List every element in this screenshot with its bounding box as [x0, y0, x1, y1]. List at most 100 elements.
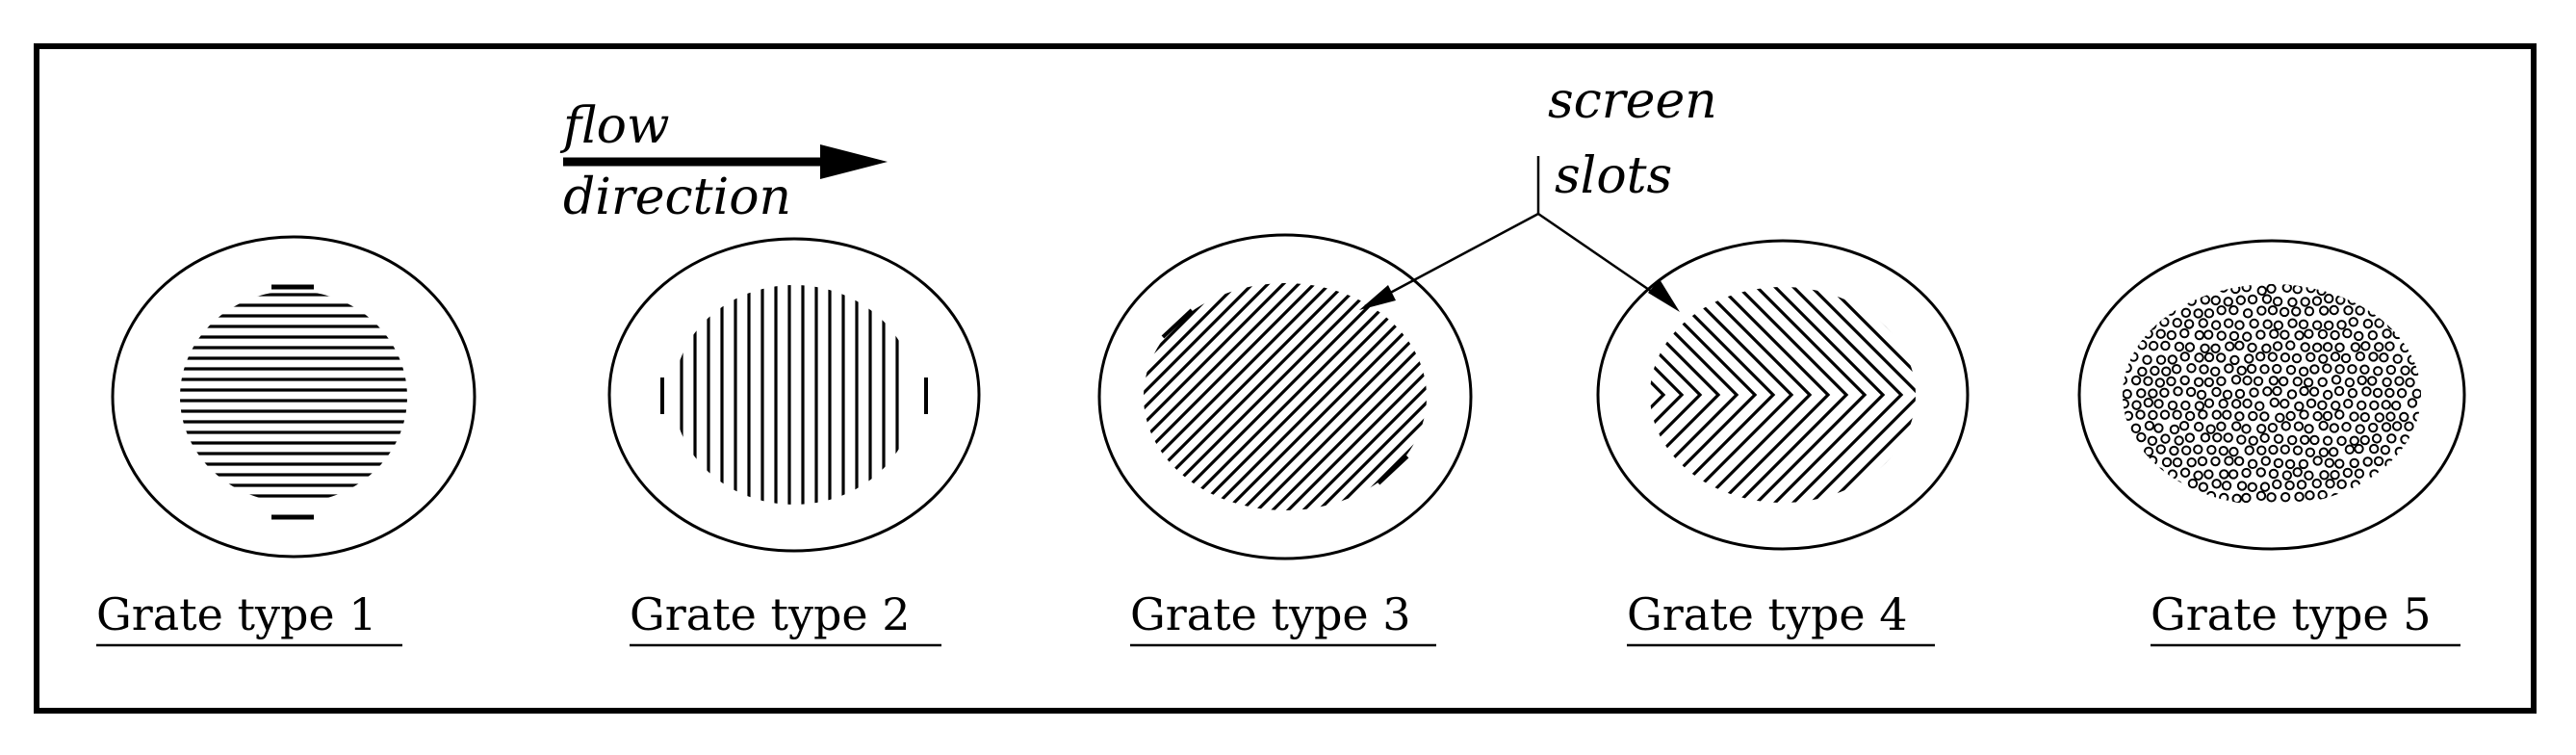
circular-hole — [2223, 318, 2234, 328]
circular-hole — [2333, 385, 2345, 397]
circular-hole — [2371, 433, 2383, 444]
circular-hole — [2241, 467, 2252, 479]
circular-hole — [2249, 387, 2259, 398]
circular-hole — [2285, 340, 2296, 351]
circular-hole — [2193, 308, 2203, 319]
circular-hole — [2331, 401, 2341, 411]
chevron-slot — [1650, 287, 1831, 503]
circular-hole — [2203, 351, 2215, 363]
circular-hole — [2184, 342, 2196, 352]
circular-hole — [2247, 458, 2258, 470]
circular-hole — [2412, 481, 2421, 491]
circular-hole — [2384, 481, 2396, 491]
circular-hole — [2123, 444, 2126, 456]
circular-hole — [2259, 411, 2270, 422]
circular-hole — [2331, 493, 2341, 504]
circular-hole — [2296, 480, 2307, 490]
circular-hole — [2391, 285, 2403, 296]
circular-hole — [2178, 421, 2190, 431]
grate-2-vertical-slots — [680, 285, 899, 505]
circular-hole — [2135, 456, 2147, 468]
circular-hole — [2336, 479, 2347, 490]
grate-3-outer-slot-left — [1161, 308, 1194, 339]
circular-hole — [2334, 342, 2345, 353]
circular-hole — [2312, 456, 2323, 466]
circular-hole — [2259, 364, 2270, 375]
diagonal-slot — [1144, 283, 1392, 510]
circular-hole — [2235, 295, 2247, 305]
circular-hole — [2367, 330, 2379, 341]
grate-4-caption: Grate type 4 — [1627, 588, 1908, 640]
circular-hole — [2291, 352, 2303, 364]
circular-hole — [2384, 387, 2395, 399]
circular-hole — [2357, 375, 2367, 386]
circular-hole — [2247, 482, 2257, 493]
circular-hole — [2148, 409, 2158, 421]
circular-hole — [2256, 445, 2267, 456]
diagonal-slot — [1144, 283, 1427, 510]
chevron-slot — [1650, 287, 1794, 503]
circular-hole — [2272, 363, 2282, 375]
diagonal-slot — [1713, 193, 2099, 578]
diagonal-slot — [1144, 283, 1346, 510]
circular-hole — [2404, 445, 2414, 456]
diagonal-slot — [1265, 283, 1427, 510]
circular-hole — [2306, 351, 2316, 363]
circular-hole — [2304, 470, 2314, 481]
circular-hole — [2123, 432, 2133, 444]
circular-hole — [2228, 304, 2239, 316]
circular-hole — [2304, 424, 2314, 434]
circular-hole — [2384, 341, 2395, 351]
diagonal-slot — [1144, 283, 1427, 510]
circular-hole — [2400, 480, 2411, 490]
circular-hole — [2141, 492, 2152, 504]
circular-hole — [2256, 285, 2267, 297]
circular-hole — [2372, 297, 2383, 308]
circular-hole — [2123, 424, 2127, 434]
circular-hole — [2236, 434, 2247, 445]
circular-hole — [2185, 386, 2197, 398]
leader-arrow-right — [1648, 279, 1680, 312]
circular-hole — [2241, 424, 2252, 434]
circular-hole — [2147, 455, 2158, 466]
circular-hole — [2342, 327, 2353, 339]
circular-hole — [2262, 386, 2273, 397]
circular-hole — [2203, 398, 2215, 408]
circular-hole — [2242, 398, 2253, 409]
circular-hole — [2180, 492, 2192, 503]
circular-hole — [2292, 467, 2303, 478]
circular-hole — [2186, 363, 2197, 374]
circular-hole — [2382, 377, 2392, 387]
chevron-slot — [1650, 287, 1721, 503]
grate-4-rim — [1596, 239, 1970, 551]
circular-hole — [2173, 386, 2183, 397]
circular-hole — [2404, 421, 2414, 431]
circular-hole — [2180, 445, 2192, 456]
circular-hole — [2211, 386, 2222, 398]
circular-hole — [2400, 365, 2410, 376]
diagonal-slot — [1144, 283, 1427, 510]
diagonal-slot — [1234, 283, 1427, 510]
circular-hole — [2284, 480, 2295, 491]
circular-hole — [2130, 375, 2142, 386]
circular-hole — [2355, 351, 2366, 362]
diagonal-slot — [1188, 283, 1427, 510]
circular-hole — [2317, 400, 2328, 411]
chevron-slot — [1462, 212, 1645, 578]
circular-hole — [2203, 469, 2214, 480]
circular-hole — [2219, 469, 2229, 480]
grate-5-rim — [2077, 239, 2466, 551]
circular-hole — [2374, 412, 2385, 423]
circular-hole — [2317, 328, 2329, 340]
circular-hole — [2285, 364, 2297, 376]
chevron-slot — [1716, 287, 1904, 503]
circular-hole — [2161, 456, 2173, 468]
circular-hole — [2273, 457, 2284, 469]
circular-hole — [2311, 478, 2322, 489]
diagonal-slot — [1144, 283, 1427, 510]
circular-hole — [2210, 295, 2221, 306]
circular-hole — [2187, 478, 2199, 489]
circular-hole — [2311, 342, 2323, 353]
diagonal-slot — [1144, 283, 1427, 510]
leader-arrow-left — [1359, 285, 1396, 310]
